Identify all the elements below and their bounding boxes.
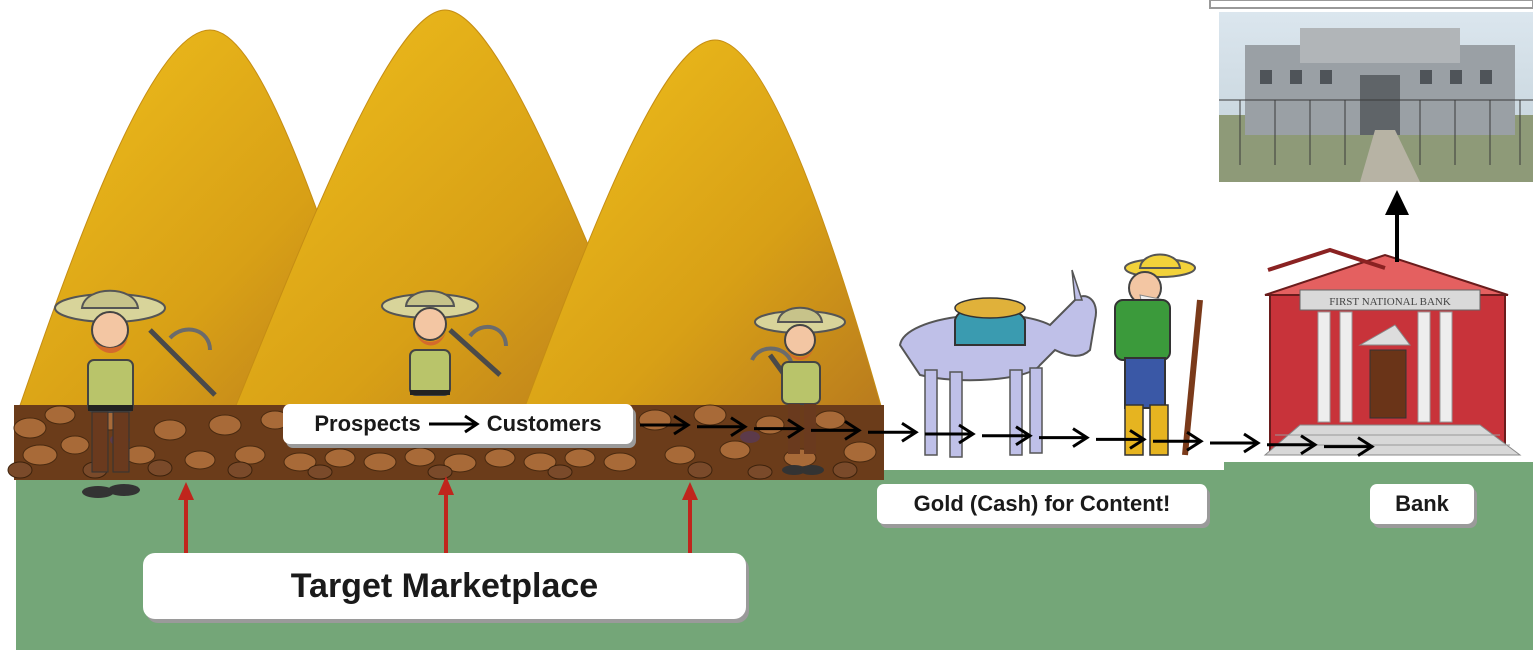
customers-text: Customers	[486, 411, 602, 436]
arrow-chain	[640, 414, 1375, 457]
bank-sign-text: FIRST NATIONAL BANK	[1329, 296, 1451, 308]
prospects-to-customers-label: Prospects Customers	[283, 404, 633, 444]
flow-arrow	[754, 418, 805, 439]
flow-arrow	[982, 425, 1033, 447]
miner-middle	[381, 290, 508, 396]
prospects-text: Prospects	[314, 411, 421, 436]
flow-arrow	[1096, 429, 1147, 450]
flow-arrow	[640, 414, 691, 436]
flow-arrow	[1324, 436, 1375, 457]
flow-arrow	[868, 421, 919, 443]
flow-arrow	[1267, 434, 1318, 456]
arrow-right-icon	[428, 414, 480, 434]
target-marketplace-label: Target Marketplace	[143, 553, 746, 619]
flow-arrow	[1153, 430, 1204, 452]
vault-photo	[1209, 0, 1533, 182]
bank-building: FIRST NATIONAL BANK	[1263, 247, 1522, 456]
flow-arrow	[811, 420, 862, 441]
flow-arrow	[1039, 427, 1090, 448]
red-arrows	[178, 476, 698, 553]
bank-label: Bank	[1370, 484, 1474, 524]
flow-arrow	[697, 416, 748, 438]
miner-right	[750, 306, 846, 475]
flow-arrow	[925, 423, 976, 445]
gold-for-content-label: Gold (Cash) for Content!	[877, 484, 1207, 524]
miner-left	[54, 289, 217, 498]
arrow-bank-to-vault	[1385, 190, 1409, 262]
mule-and-prospector-picture	[884, 250, 1224, 470]
flow-arrow	[1210, 432, 1261, 454]
